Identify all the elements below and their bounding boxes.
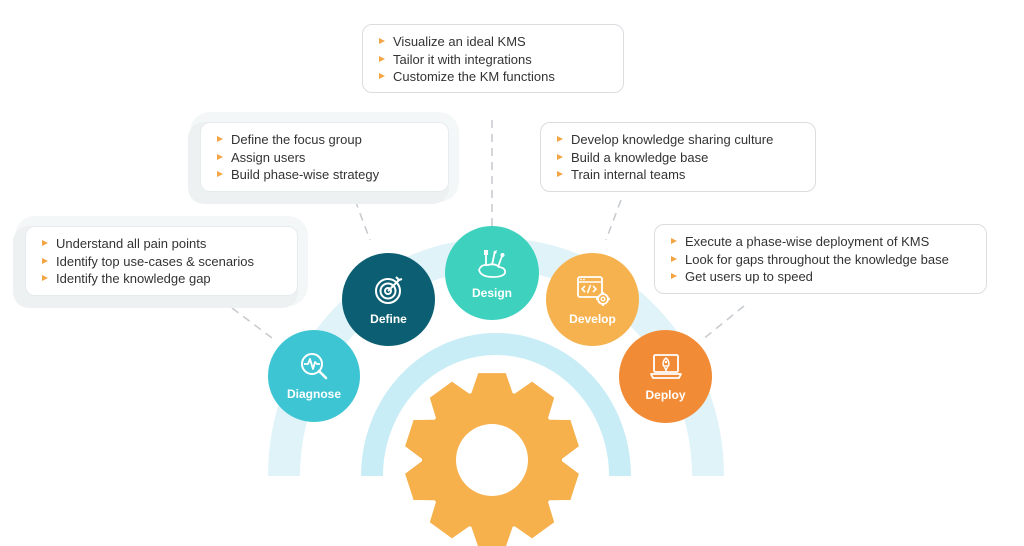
bullet-triangle-icon — [557, 136, 563, 142]
bullet-text: Build phase-wise strategy — [231, 167, 380, 183]
gear-icon — [405, 373, 579, 546]
connector-lines — [231, 120, 745, 341]
bullet-text: Get users up to speed — [685, 269, 813, 285]
bullet-text: Build a knowledge base — [571, 149, 709, 165]
design-circle: Design — [445, 226, 539, 320]
bullet-item: Train internal teams — [557, 166, 801, 184]
bullet-text: Identify the knowledge gap — [56, 271, 211, 287]
bullet-item: Build a knowledge base — [557, 149, 801, 167]
phase-label: Deploy — [645, 387, 686, 402]
brush-palette-icon — [478, 250, 507, 278]
bullet-triangle-icon — [379, 55, 385, 62]
bullet-triangle-icon — [42, 275, 48, 282]
develop-circle: Develop — [546, 253, 639, 346]
bullet-triangle-icon — [217, 171, 223, 178]
bullet-item: Visualize an ideal KMS — [379, 33, 609, 51]
bullet-text: Assign users — [231, 149, 306, 165]
target-arrow-icon — [374, 275, 402, 304]
phase-label: Diagnose — [286, 387, 341, 401]
phase-label: Develop — [569, 311, 616, 326]
bullet-triangle-icon — [671, 238, 677, 244]
bullet-text: Identify top use-cases & scenarios — [56, 253, 254, 269]
bullet-item: Customize the KM functions — [379, 68, 609, 86]
bullet-text: Customize the KM functions — [393, 69, 555, 85]
bullet-triangle-icon — [217, 153, 223, 160]
phase-label: Design — [471, 286, 512, 300]
bullet-item: Define the focus group — [217, 131, 434, 149]
bullet-item: Develop knowledge sharing culture — [557, 131, 801, 149]
bullet-item: Build phase-wise strategy — [217, 166, 434, 184]
bullet-text: Train internal teams — [571, 167, 686, 183]
gear-hole — [456, 424, 528, 496]
design-box: Visualize an ideal KMS Tailor it with int… — [362, 24, 624, 93]
bullet-text: Develop knowledge sharing culture — [571, 132, 774, 147]
bullet-text: Define the focus group — [231, 132, 362, 147]
bullet-triangle-icon — [557, 153, 563, 160]
bullet-triangle-icon — [671, 273, 677, 280]
deploy-circle: Deploy — [619, 330, 712, 423]
inner-arc — [361, 333, 631, 477]
bullet-triangle-icon — [217, 136, 223, 142]
define-circle: Define — [342, 253, 435, 346]
bullet-item: Assign users — [217, 149, 434, 167]
bullet-triangle-icon — [557, 171, 563, 178]
bullet-triangle-icon — [379, 38, 385, 44]
phase-label: Define — [370, 311, 407, 326]
bullet-item: Understand all pain points — [42, 235, 283, 253]
bullet-item: Look for gaps throughout the knowledge b… — [671, 251, 972, 269]
bullet-triangle-icon — [42, 257, 48, 264]
bullet-item: Identify the knowledge gap — [42, 270, 283, 288]
bullet-item: Get users up to speed — [671, 268, 972, 286]
diagnose-circle: Diagnose — [268, 330, 360, 422]
bullet-item: Tailor it with integrations — [379, 51, 609, 69]
bullet-item: Execute a phase-wise deployment of KMS — [671, 233, 972, 251]
code-gear-icon — [576, 275, 610, 306]
bullet-triangle-icon — [671, 255, 677, 262]
pulse-search-icon — [301, 353, 328, 380]
bullet-triangle-icon — [379, 73, 385, 80]
bullet-item: Identify top use-cases & scenarios — [42, 253, 283, 271]
bullet-text: Tailor it with integrations — [393, 51, 532, 67]
bullet-triangle-icon — [42, 240, 48, 246]
bullet-text: Execute a phase-wise deployment of KMS — [685, 234, 930, 249]
bullet-text: Understand all pain points — [56, 236, 207, 251]
laptop-rocket-icon — [649, 353, 682, 379]
deploy-box: Execute a phase-wise deployment of KMS Lo… — [654, 224, 987, 294]
bullet-text: Visualize an ideal KMS — [393, 34, 526, 49]
bullet-text: Look for gaps throughout the knowledge b… — [685, 251, 949, 267]
